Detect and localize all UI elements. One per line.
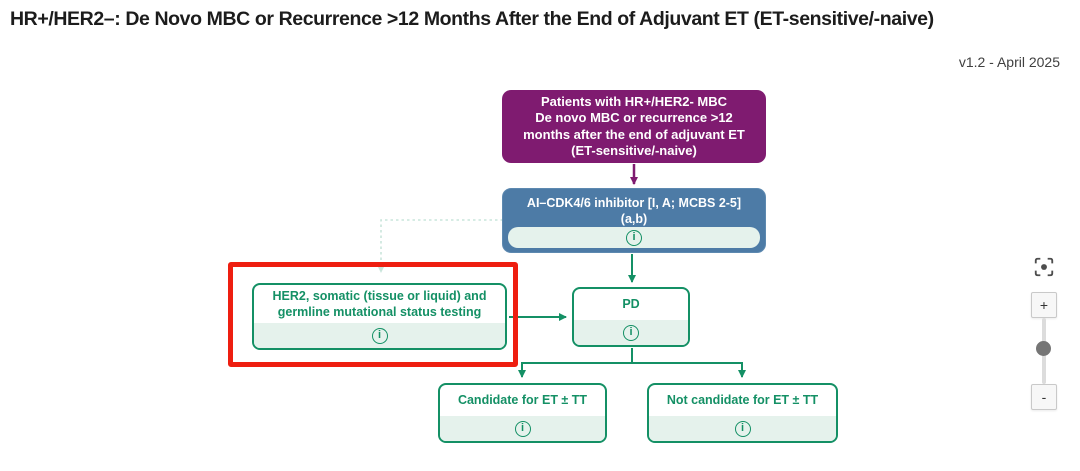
fit-to-screen-icon (1034, 257, 1054, 277)
not-candidate-et-tt-label: Not candidate for ET ± TT (666, 393, 819, 408)
zoom-slider-handle[interactable] (1036, 341, 1051, 356)
page-title: HR+/HER2–: De Novo MBC or Recurrence >12… (10, 8, 934, 30)
info-icon[interactable]: i (626, 229, 642, 246)
mutational-testing-box[interactable]: HER2, somatic (tissue or liquid) and ger… (252, 283, 507, 350)
treatment-info-strip[interactable]: i (508, 227, 760, 248)
candidate-et-tt-label: Candidate for ET ± TT (457, 393, 588, 408)
info-icon[interactable]: i (734, 420, 751, 437)
fit-to-screen-button[interactable] (1031, 254, 1057, 280)
info-icon[interactable]: i (623, 324, 639, 341)
mutational-testing-label: HER2, somatic (tissue or liquid) and ger… (272, 288, 487, 319)
not-candidate-et-tt-box[interactable]: Not candidate for ET ± TT i (647, 383, 838, 443)
zoom-in-button[interactable]: + (1031, 292, 1057, 318)
patients-box-label: Patients with HR+/HER2- MBC De novo MBC … (523, 94, 745, 158)
testing-info-strip[interactable]: i (254, 323, 505, 348)
treatment-box[interactable]: AI–CDK4/6 inhibitor [I, A; MCBS 2-5] (a,… (502, 188, 766, 253)
info-icon[interactable]: i (371, 327, 388, 344)
not-candidate-info-strip[interactable]: i (649, 416, 836, 441)
treatment-box-label: AI–CDK4/6 inhibitor [I, A; MCBS 2-5] (a,… (526, 196, 742, 227)
zoom-out-button[interactable]: - (1031, 384, 1057, 410)
version-label: v1.2 - April 2025 (958, 54, 1060, 70)
pd-box[interactable]: PD i (572, 287, 690, 347)
pd-info-strip[interactable]: i (574, 320, 688, 345)
pd-box-label: PD (622, 297, 640, 312)
info-icon[interactable]: i (514, 420, 531, 437)
candidate-et-tt-box[interactable]: Candidate for ET ± TT i (438, 383, 607, 443)
candidate-info-strip[interactable]: i (440, 416, 605, 441)
patients-box[interactable]: Patients with HR+/HER2- MBC De novo MBC … (502, 90, 766, 163)
